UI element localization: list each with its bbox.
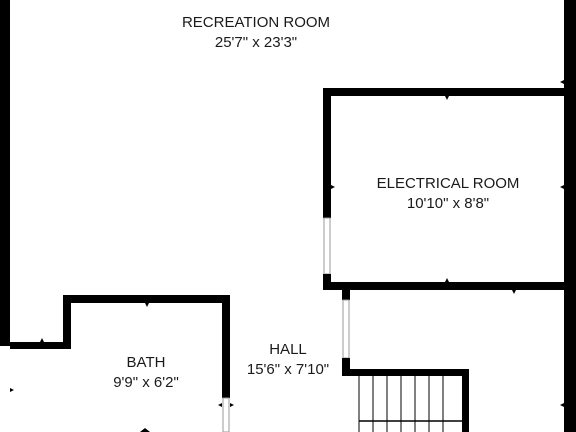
- wall-markers: [10, 80, 564, 432]
- bath-label: BATH 9'9" x 6'2": [113, 353, 179, 393]
- recreation-room-name: RECREATION ROOM: [181, 14, 331, 31]
- hall-name: HALL: [269, 341, 307, 358]
- electrical-door: [323, 217, 331, 275]
- hall-door: [342, 299, 350, 359]
- hall-label: HALL 15'6" x 7'10": [247, 340, 329, 380]
- bath-dims: 9'9" x 6'2": [113, 374, 179, 391]
- hall-wall-lower: [342, 358, 350, 376]
- hall-dims: 15'6" x 7'10": [246, 361, 330, 378]
- recreation-room-dims: 25'7" x 23'3": [214, 34, 298, 51]
- bath-wall-top: [63, 295, 230, 303]
- stair-wall-top: [342, 369, 469, 376]
- electrical-wall-left-upper: [323, 88, 331, 218]
- electrical-room-label: ELECTRICAL ROOM 10'10" x 8'8": [377, 174, 520, 214]
- electrical-room-dims: 10'10" x 8'8": [406, 195, 490, 212]
- electrical-wall-bottom: [323, 282, 576, 290]
- wall-left: [0, 0, 10, 346]
- electrical-room-name: ELECTRICAL ROOM: [376, 175, 520, 192]
- bath-name: BATH: [126, 354, 166, 371]
- electrical-wall-top: [323, 88, 576, 96]
- recreation-room-label: RECREATION ROOM 25'7" x 23'3": [182, 13, 330, 53]
- bath-wall-right-upper: [222, 295, 230, 398]
- stair-wall-right: [462, 369, 469, 432]
- hall-wall-upper: [342, 290, 350, 300]
- bath-wall-left-ledge: [10, 342, 71, 349]
- bath-wall-left-stub: [63, 295, 71, 349]
- bath-door: [222, 397, 230, 432]
- staircase: [358, 376, 469, 432]
- wall-right: [564, 0, 576, 432]
